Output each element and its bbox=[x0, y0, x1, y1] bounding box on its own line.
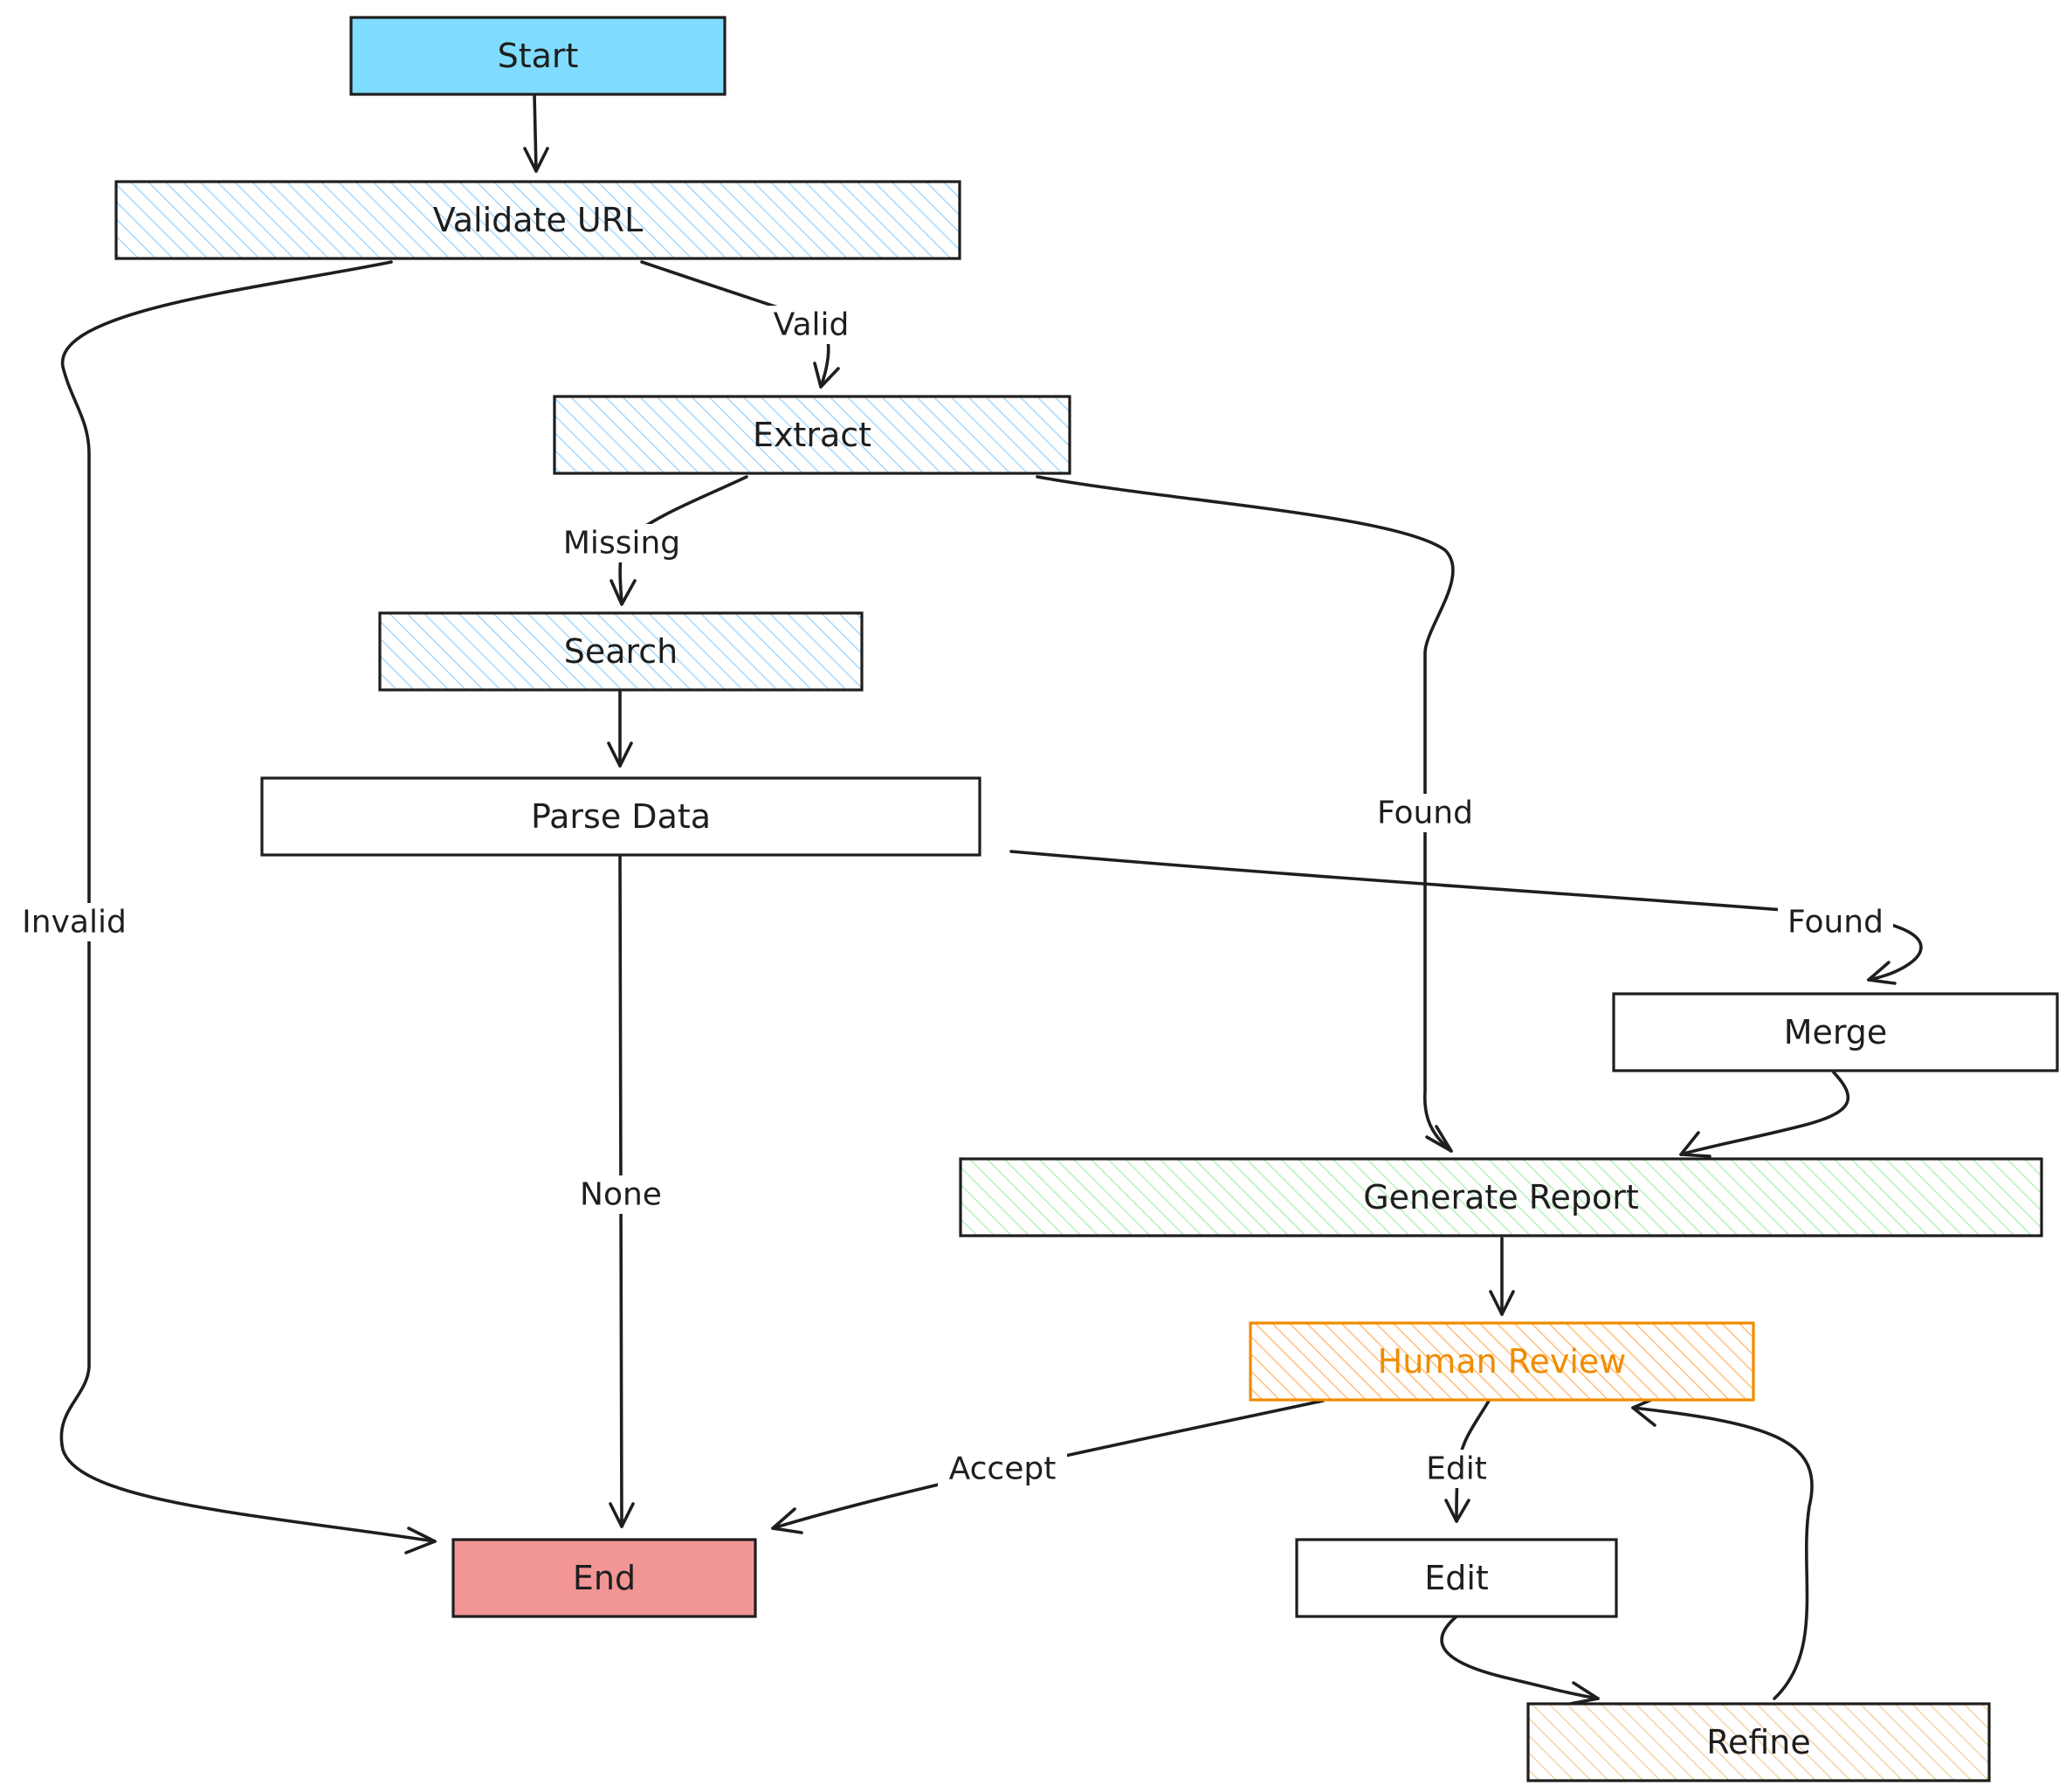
edge-label-found-2: Found bbox=[1787, 905, 1884, 941]
edges-layer: Valid Invalid Missing Found bbox=[12, 93, 1923, 1706]
edge-parse-data-to-end[interactable]: None bbox=[571, 854, 671, 1528]
node-label-edit: Edit bbox=[1424, 1559, 1489, 1597]
node-label-end: End bbox=[573, 1559, 636, 1597]
node-label-merge: Merge bbox=[1784, 1013, 1888, 1051]
edge-label-invalid: Invalid bbox=[22, 905, 127, 941]
node-validate-url[interactable]: Validate URL bbox=[114, 180, 961, 260]
node-end[interactable]: End bbox=[451, 1538, 757, 1618]
edge-parse-data-to-merge[interactable]: Found bbox=[1009, 850, 1923, 985]
edge-search-to-parse-data[interactable] bbox=[607, 689, 633, 768]
edge-label-missing: Missing bbox=[563, 526, 680, 562]
node-generate-report[interactable]: Generate Report bbox=[959, 1157, 2043, 1237]
edge-validate-url-to-end[interactable]: Invalid bbox=[12, 260, 437, 1554]
edge-extract-to-generate-report[interactable]: Found bbox=[1036, 475, 1483, 1153]
nodes-layer: Start Validate URL Extract Search Parse … bbox=[114, 16, 2059, 1782]
node-start[interactable]: Start bbox=[349, 16, 727, 96]
edge-generate-report-to-human-review[interactable] bbox=[1489, 1237, 1515, 1316]
edge-label-none: None bbox=[580, 1177, 662, 1213]
edge-refine-to-human-review[interactable] bbox=[1631, 1396, 1814, 1700]
node-human-review[interactable]: Human Review bbox=[1249, 1321, 1755, 1402]
edge-label-found-1: Found bbox=[1377, 796, 1473, 831]
edge-label-bg bbox=[1778, 903, 1893, 941]
edge-label-bg bbox=[1416, 1450, 1497, 1488]
node-edit[interactable]: Edit bbox=[1295, 1538, 1618, 1618]
node-label-extract: Extract bbox=[753, 416, 871, 454]
edge-label-valid: Valid bbox=[774, 307, 850, 343]
node-label-human-review: Human Review bbox=[1378, 1342, 1627, 1381]
edge-label-bg bbox=[12, 903, 136, 941]
edge-validate-url-to-extract[interactable]: Valid bbox=[640, 260, 857, 389]
edge-human-review-to-edit[interactable]: Edit bbox=[1416, 1399, 1497, 1523]
edge-label-accept: Accept bbox=[949, 1451, 1057, 1487]
node-label-generate-report: Generate Report bbox=[1363, 1178, 1639, 1216]
node-merge[interactable]: Merge bbox=[1612, 992, 2059, 1072]
edge-label-bg bbox=[571, 1175, 671, 1214]
node-label-parse-data: Parse Data bbox=[531, 797, 711, 836]
node-parse-data[interactable]: Parse Data bbox=[260, 776, 981, 857]
node-label-refine: Refine bbox=[1706, 1723, 1810, 1761]
node-refine[interactable]: Refine bbox=[1526, 1702, 1991, 1782]
node-label-start: Start bbox=[498, 37, 579, 75]
edge-label-bg bbox=[765, 306, 857, 344]
edge-label-edit: Edit bbox=[1426, 1451, 1487, 1487]
edge-start-to-validate-url[interactable] bbox=[523, 93, 549, 173]
edge-extract-to-search[interactable]: Missing bbox=[557, 475, 748, 606]
node-search[interactable]: Search bbox=[378, 611, 864, 692]
node-label-validate-url: Validate URL bbox=[433, 201, 644, 239]
edge-merge-to-generate-report[interactable] bbox=[1679, 1071, 1850, 1158]
edge-label-bg bbox=[557, 524, 686, 562]
edge-edit-to-refine[interactable] bbox=[1440, 1615, 1600, 1706]
node-extract[interactable]: Extract bbox=[553, 395, 1071, 475]
edge-label-bg bbox=[1367, 794, 1483, 832]
node-label-search: Search bbox=[564, 632, 678, 671]
edge-label-bg bbox=[938, 1450, 1067, 1488]
edge-human-review-to-end[interactable]: Accept bbox=[771, 1399, 1325, 1534]
